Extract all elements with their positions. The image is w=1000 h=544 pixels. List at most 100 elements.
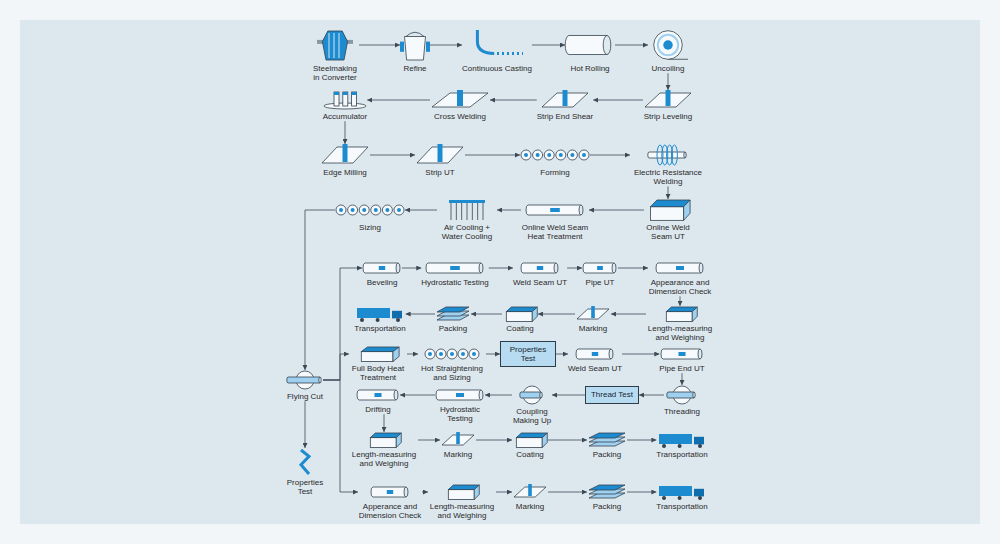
tool	[457, 90, 463, 106]
machine-body	[361, 352, 393, 362]
roller-hub	[385, 208, 389, 212]
process-step: Hot Straightening and Sizing	[418, 346, 486, 382]
flow-arrow	[682, 373, 683, 385]
process-step: Edge Milling	[320, 144, 370, 177]
process-step: Steelmaking in Converter	[311, 28, 359, 82]
process-icon	[648, 144, 688, 166]
flow-arrow	[497, 210, 521, 211]
machine-side	[542, 433, 547, 448]
ladle	[405, 37, 426, 61]
process-icon	[512, 484, 548, 500]
flow-arrow	[567, 268, 582, 269]
step-label: Electric Resistance Welding	[630, 168, 706, 186]
step-label: Beveling	[367, 278, 398, 287]
step-label: Length-measuring and Weighing	[350, 450, 418, 468]
tool	[562, 90, 567, 106]
process-step: Pipe UT	[582, 260, 618, 287]
roller-hub	[524, 153, 528, 157]
flow-arrow	[593, 100, 643, 101]
pipe-bundle	[437, 307, 469, 312]
step-label: Continuous Casting	[462, 64, 532, 73]
induction-coil	[671, 145, 677, 165]
pipe-end	[698, 349, 702, 359]
roller	[371, 205, 381, 215]
roller-hub	[428, 352, 432, 356]
side-block	[400, 42, 404, 52]
machine-side	[393, 347, 399, 362]
tool	[438, 144, 443, 162]
roller-hub	[570, 153, 574, 157]
step-label: Uncoiling	[652, 64, 685, 73]
pipe-end	[684, 152, 686, 158]
step-label: Flying Cut	[287, 392, 323, 401]
test-specimen	[301, 450, 309, 474]
machine-body	[506, 312, 532, 322]
coil-mid	[658, 35, 678, 55]
pipe-body	[526, 205, 581, 215]
roller-hub	[472, 352, 476, 356]
flow-arrow	[590, 155, 630, 156]
roller	[359, 205, 369, 215]
flow-arrow	[490, 100, 537, 101]
pipe-body	[436, 390, 481, 400]
process-icon	[295, 448, 315, 476]
process-step: Transportation	[354, 306, 405, 333]
step-label: Steelmaking in Converter	[311, 64, 359, 82]
machine-body	[516, 438, 542, 448]
step-label: Online Weld Seam Heat Treatment	[521, 223, 589, 241]
truck-wheel	[678, 444, 682, 448]
coil-core	[663, 40, 673, 50]
roller	[336, 205, 346, 215]
pipe-band	[592, 352, 598, 356]
process-step: Packing	[435, 306, 471, 333]
process-icon	[658, 484, 706, 500]
step-label: Marking	[444, 450, 472, 459]
truck-trailer	[659, 434, 692, 444]
pipe-band	[450, 266, 460, 270]
pipe-body	[565, 35, 607, 54]
accumulator-cap	[352, 92, 357, 95]
flow-arrow	[611, 314, 646, 315]
step-label: Weld Seam UT	[513, 278, 567, 287]
flow-arrow	[400, 395, 435, 396]
flow-arrow	[323, 380, 358, 492]
process-icon	[520, 144, 590, 166]
pipe-body	[371, 487, 406, 497]
process-icon	[366, 432, 402, 448]
process-step: Cross Welding	[430, 90, 490, 121]
pipe-band	[537, 266, 543, 270]
process-icon	[440, 432, 476, 448]
process-icon	[356, 346, 400, 362]
pipe-body	[357, 390, 396, 400]
step-label: Air Cooling + Water Cooling	[437, 223, 497, 241]
pipe-band	[374, 393, 381, 397]
step-label: Accumulator	[323, 112, 367, 121]
process-step: Sizing	[335, 199, 405, 232]
vessel-band	[339, 33, 340, 58]
process-step: Marking	[575, 306, 611, 333]
roller	[425, 349, 435, 359]
flow-arrow	[305, 401, 306, 448]
process-icon	[444, 484, 480, 500]
roller	[458, 349, 468, 359]
roller	[469, 349, 479, 359]
truck-cab	[392, 311, 402, 319]
pipe-end	[396, 263, 400, 273]
process-box: Thread Test	[585, 386, 639, 403]
roller-hub	[397, 208, 401, 212]
process-icon	[424, 346, 480, 362]
machine-body	[370, 438, 396, 448]
process-step: Online Weld Seam UT	[644, 199, 692, 241]
roller-hub	[547, 153, 551, 157]
process-step: Transportation	[656, 484, 707, 511]
flow-arrow	[532, 45, 565, 46]
pipe-bundle	[589, 433, 625, 438]
pipe-body	[287, 377, 320, 383]
cooling-pipe	[483, 203, 484, 220]
step-label: Transportation	[656, 450, 707, 459]
process-icon	[662, 306, 698, 322]
process-step: Appearance and Dimension Check	[648, 260, 712, 296]
tool	[591, 306, 595, 318]
process-icon	[587, 484, 627, 500]
